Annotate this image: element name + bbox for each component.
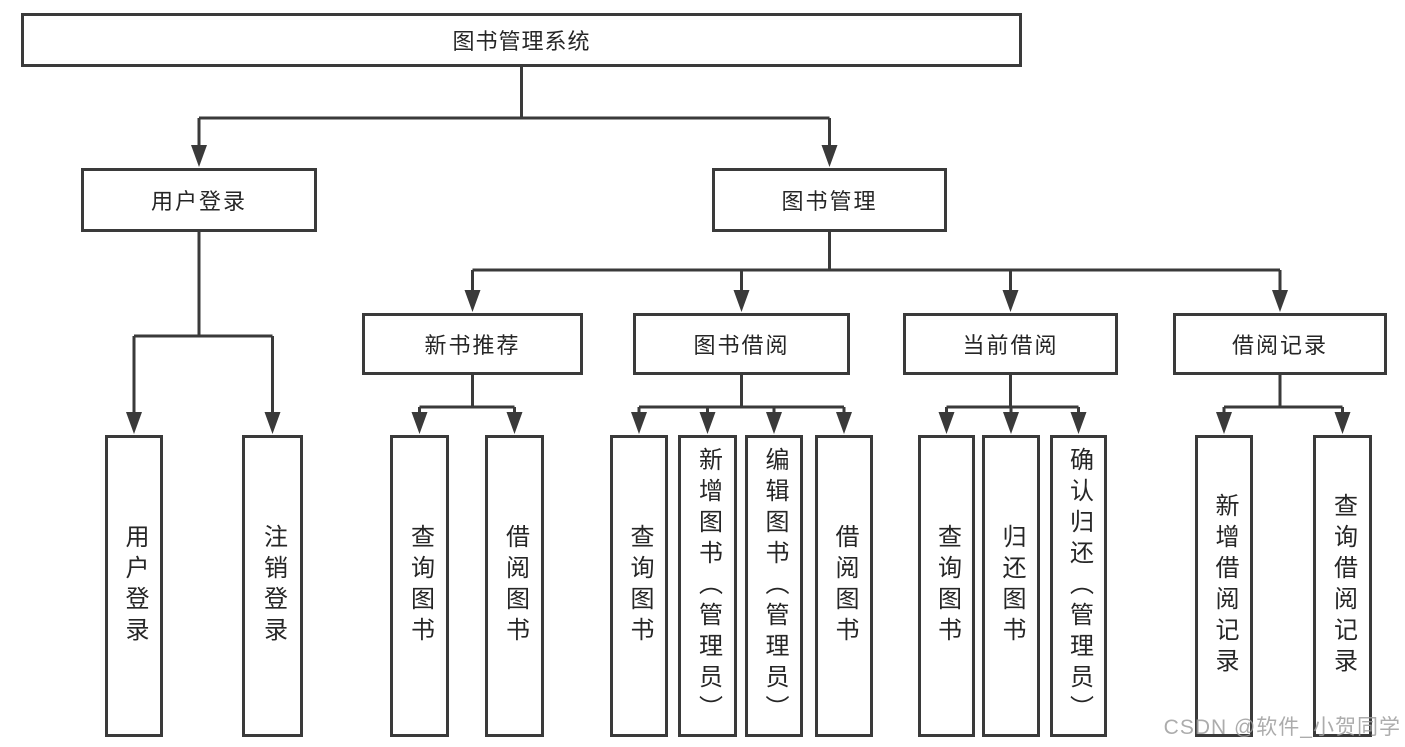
arrowhead-icon <box>1070 412 1087 434</box>
node-label: 借阅图书 <box>831 524 858 648</box>
node-label: 图书管理 <box>781 189 878 214</box>
node-library-management-system: 图书管理系统 <box>21 13 1022 67</box>
arrowhead-icon <box>699 412 716 434</box>
leaf-query-books-current: 查询图书 <box>918 435 975 737</box>
arrowhead-icon <box>1272 290 1288 312</box>
node-borrowing-records: 借阅记录 <box>1173 313 1387 375</box>
node-book-management: 图书管理 <box>712 168 947 232</box>
node-current-borrowing: 当前借阅 <box>903 313 1118 375</box>
node-label: 查询借阅记录 <box>1329 493 1357 679</box>
arrowhead-icon <box>733 290 750 312</box>
node-label: 新书推荐 <box>424 333 521 358</box>
arrowhead-icon <box>191 145 207 167</box>
node-label: 归还图书 <box>998 524 1025 648</box>
arrowhead-icon <box>506 412 523 434</box>
node-label: 借阅记录 <box>1231 333 1328 358</box>
node-book-borrowing: 图书借阅 <box>633 313 850 375</box>
leaf-return-books: 归还图书 <box>982 435 1040 737</box>
node-label: 编辑图书（管理员） <box>761 446 788 726</box>
leaf-borrow-books-borrowing: 借阅图书 <box>815 435 873 737</box>
csdn-watermark: CSDN @软件_小贺同学 <box>1163 716 1401 739</box>
leaf-add-borrowing-record: 新增借阅记录 <box>1195 435 1253 737</box>
leaf-query-books-recommend: 查询图书 <box>390 435 449 737</box>
arrowhead-icon <box>821 145 838 167</box>
node-label: 用户登录 <box>121 524 148 648</box>
arrowhead-icon <box>1216 412 1232 434</box>
node-label: 当前借阅 <box>962 333 1059 358</box>
leaf-user-login: 用户登录 <box>105 435 163 737</box>
node-label: 确认归还（管理员） <box>1065 446 1093 726</box>
node-label: 新增图书（管理员） <box>694 446 722 726</box>
arrowhead-icon <box>411 412 428 434</box>
arrowhead-icon <box>264 412 281 434</box>
arrowhead-icon <box>631 412 647 434</box>
connector-paths <box>132 67 1344 425</box>
node-user-login: 用户登录 <box>81 168 317 232</box>
arrowhead-icon <box>938 412 955 434</box>
node-label: 新增借阅记录 <box>1211 493 1238 679</box>
node-label: 注销登录 <box>259 524 287 648</box>
node-label: 图书借阅 <box>693 333 790 358</box>
arrowhead-icon <box>766 412 782 434</box>
arrowhead-icon <box>836 412 852 434</box>
arrowhead-icon <box>1003 412 1019 434</box>
leaf-borrow-books-recommend: 借阅图书 <box>485 435 544 737</box>
node-new-book-recommendation: 新书推荐 <box>362 313 583 375</box>
arrowhead-icon <box>126 412 142 434</box>
leaf-edit-books-admin: 编辑图书（管理员） <box>745 435 803 737</box>
leaf-query-books-borrowing: 查询图书 <box>610 435 668 737</box>
leaf-logout: 注销登录 <box>242 435 303 737</box>
node-label: 用户登录 <box>150 189 247 214</box>
node-label: 查询图书 <box>406 524 434 648</box>
node-label: 图书管理系统 <box>452 29 591 54</box>
node-label: 借阅图书 <box>501 524 529 648</box>
leaf-query-borrowing-record: 查询借阅记录 <box>1313 435 1372 737</box>
arrowhead-icon <box>1002 290 1019 312</box>
leaf-confirm-return-admin: 确认归还（管理员） <box>1050 435 1107 737</box>
arrowhead-icon <box>1334 412 1351 434</box>
arrowhead-icon <box>464 290 481 312</box>
arrowheads <box>126 145 1351 434</box>
node-label: 查询图书 <box>626 524 653 648</box>
leaf-add-books-admin: 新增图书（管理员） <box>678 435 737 737</box>
node-label: 查询图书 <box>933 524 961 648</box>
